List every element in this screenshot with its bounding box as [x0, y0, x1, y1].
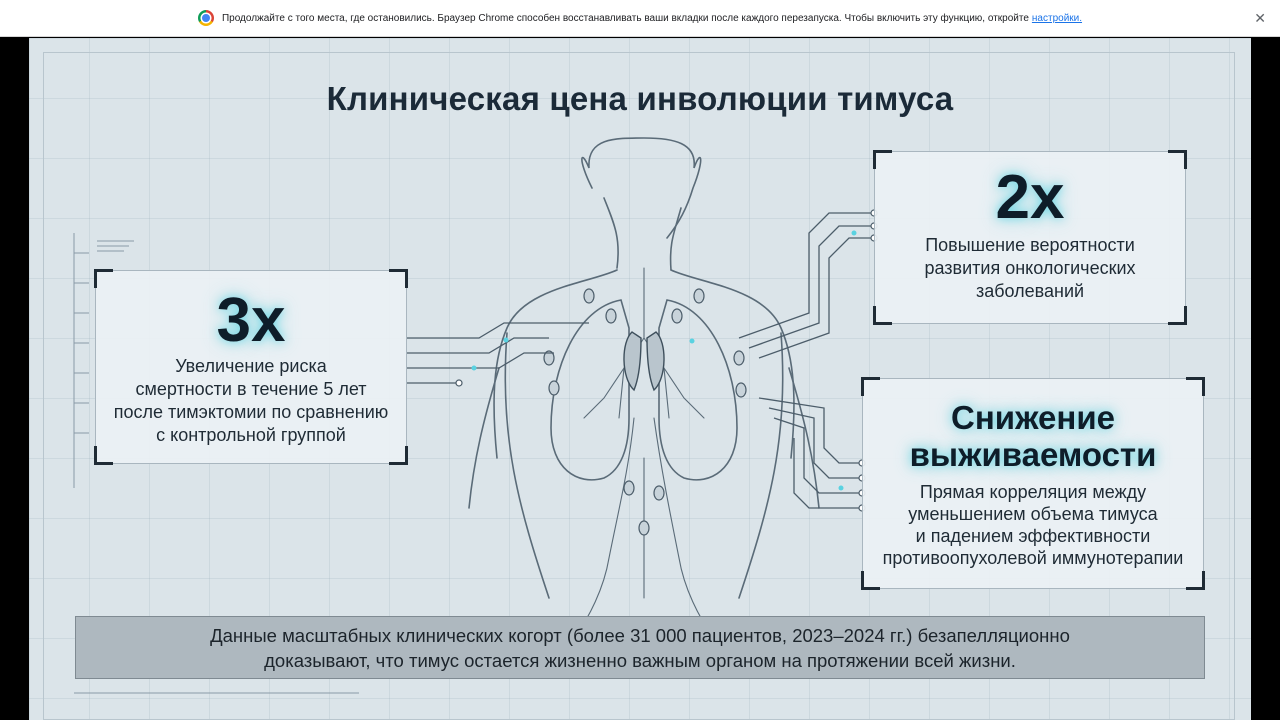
stat-value-3x: 3x — [216, 286, 286, 355]
stat-description-oncology: Повышение вероятности развития онкологич… — [924, 235, 1136, 301]
presentation-slide: Клиническая цена инволюции тимуса 3x Уве… — [29, 38, 1251, 720]
chrome-logo-icon — [197, 10, 214, 26]
stat-description-survival: Прямая корреляция между уменьшением объе… — [882, 482, 1184, 568]
infobar-message: Продолжайте с того места, где остановили… — [221, 12, 1029, 24]
close-icon[interactable]: ✕ — [1254, 10, 1266, 26]
stat-value-2x: 2x — [995, 163, 1065, 232]
thymus-anatomy-illustration — [73, 137, 878, 694]
stat-value-survival: Снижение выживаемости — [909, 399, 1157, 473]
slide-title: Клиническая цена инволюции тимуса — [326, 80, 954, 117]
chrome-restore-infobar: Продолжайте с того места, где остановили… — [0, 0, 1280, 37]
stat-description-mortality: Увеличение риска смертности в течение 5 … — [113, 356, 389, 445]
stat-card-survival: Снижение выживаемости Прямая корреляция … — [861, 377, 1205, 590]
settings-link[interactable]: настройки. — [1031, 12, 1083, 24]
stat-card-mortality: 3x Увеличение риска смертности в течение… — [94, 269, 408, 465]
stat-card-oncology: 2x Повышение вероятности развития онколо… — [873, 150, 1187, 325]
footer-summary: Данные масштабных клинических когорт (бо… — [75, 616, 1205, 679]
